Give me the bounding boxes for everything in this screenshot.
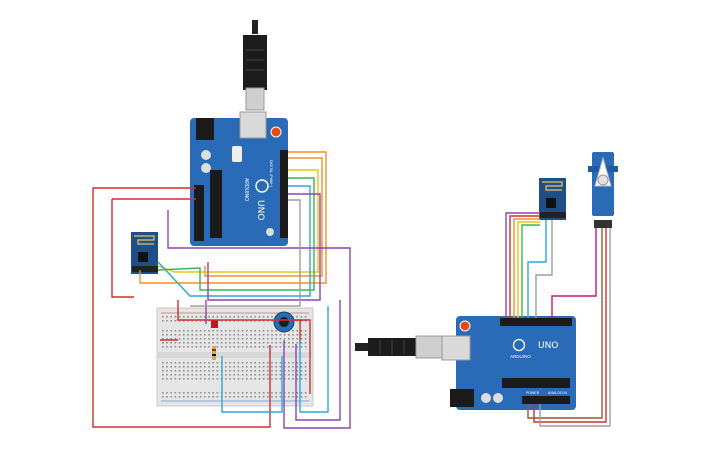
arduino-uno-left[interactable]: UNO ARDUINO DIGITAL (PWM~) [190, 111, 288, 246]
pin-header [500, 318, 572, 326]
reset-button[interactable] [270, 126, 282, 138]
board-wordmark: ARDUINO [243, 178, 249, 201]
pin-header [280, 150, 288, 238]
usb-port [441, 335, 471, 361]
board-wordmark: ARDUINO [510, 354, 531, 359]
atmega-chip [210, 170, 222, 238]
pin-header-text: DIGITAL (PWM~) [269, 160, 273, 187]
board-logo-text: UNO [255, 200, 265, 220]
arduino-uno-right[interactable]: UNO ARDUINO DIGITAL (PWM~) POWER ANALOG … [441, 312, 576, 410]
pin-header-text: DIGITAL (PWM~) [540, 312, 567, 316]
usb-cable-right[interactable] [355, 335, 443, 359]
analog-text: ANALOG IN [548, 391, 568, 395]
atmega-chip [502, 378, 570, 388]
potentiometer[interactable] [273, 311, 295, 333]
power-jack [450, 389, 474, 407]
usb-port [239, 111, 267, 139]
board-logo-text: UNO [538, 341, 558, 351]
usb-cable-left[interactable] [243, 20, 267, 111]
reset-button[interactable] [459, 320, 471, 332]
power-jack [196, 118, 214, 140]
resistor[interactable] [212, 346, 216, 360]
wires-left [92, 151, 351, 429]
servo-motor[interactable] [588, 152, 618, 228]
led-red[interactable] [211, 320, 218, 328]
wires-right [505, 212, 611, 427]
power-text: POWER [526, 391, 540, 395]
nrf24l01-module-left[interactable] [131, 232, 158, 274]
nrf24l01-module-right[interactable] [539, 178, 566, 220]
